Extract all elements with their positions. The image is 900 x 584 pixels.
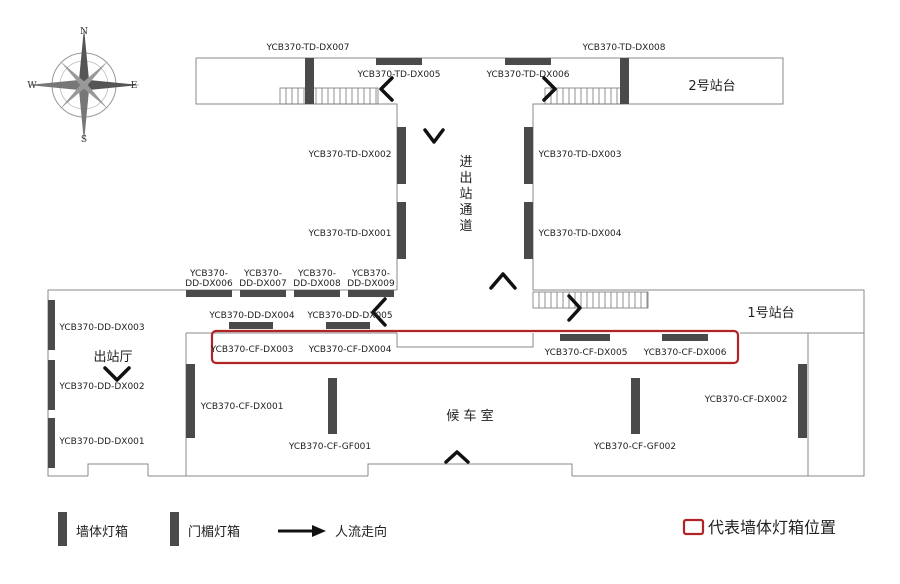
label-dd-dx007: YCB370- [243, 269, 282, 279]
svg-text:进: 进 [459, 155, 472, 170]
arrow-up-icon [444, 450, 470, 464]
lightbox-bars [48, 58, 807, 468]
label-cf-gf002: YCB370-CF-GF002 [593, 442, 676, 452]
compass-west-label: W [27, 81, 37, 91]
label-dd-dx009: YCB370- [351, 269, 390, 279]
label-dd-dx008: YCB370- [297, 269, 336, 279]
label-dd-dx003: YCB370-DD-DX003 [58, 323, 144, 333]
legend-flow-direction: 人流走向 [335, 524, 387, 540]
label-td-dx003: YCB370-TD-DX003 [537, 150, 621, 160]
legend-wall-lightbox: 墙体灯箱 [76, 524, 128, 540]
svg-text:DD-DX006: DD-DX006 [185, 279, 233, 289]
highlight-region [210, 329, 740, 365]
label-dd-dx005: YCB370-DD-DX005 [306, 311, 392, 321]
compass-rose-icon: N S E W [27, 27, 140, 145]
legend-door-lightbox: 门楣灯箱 [188, 524, 240, 540]
compass-north-label: N [80, 27, 88, 37]
svg-text:DD-DX009: DD-DX009 [347, 279, 395, 289]
compass-east-label: E [131, 81, 138, 91]
waiting-room-label: 候 车 室 [446, 408, 493, 424]
platform-2-label: 2号站台 [688, 79, 735, 94]
label-td-dx007: YCB370-TD-DX007 [265, 43, 349, 53]
label-cf-dx004: YCB370-CF-DX004 [308, 345, 392, 355]
passage-label: 进 出 站 通 道 [459, 155, 472, 234]
svg-text:通: 通 [459, 203, 472, 218]
label-td-dx006: YCB370-TD-DX006 [485, 70, 569, 80]
arrow-up-icon [489, 272, 517, 290]
label-cf-dx002: YCB370-CF-DX002 [704, 395, 788, 405]
label-cf-dx006: YCB370-CF-DX006 [643, 348, 727, 358]
legend: 墙体灯箱 门楣灯箱 人流走向 代表墙体灯箱位置 [58, 512, 836, 546]
label-dd-dx006: YCB370- [189, 269, 228, 279]
legend-highlight-note: 代表墙体灯箱位置 [708, 518, 836, 537]
legend-arrow-icon [278, 525, 326, 537]
arrow-right-icon [542, 76, 557, 102]
exit-hall-label: 出站厅 [93, 350, 132, 365]
arrow-left-icon [371, 297, 387, 327]
flow-arrows [103, 76, 582, 464]
label-cf-dx005: YCB370-CF-DX005 [544, 348, 628, 358]
label-cf-dx001: YCB370-CF-DX001 [200, 402, 284, 412]
legend-highlight-swatch [682, 518, 705, 536]
label-td-dx001: YCB370-TD-DX001 [307, 229, 391, 239]
label-cf-gf001: YCB370-CF-GF001 [288, 442, 371, 452]
arrow-down-icon [423, 128, 445, 144]
svg-text:出: 出 [459, 171, 472, 186]
arrow-left-icon [379, 76, 394, 102]
label-td-dx008: YCB370-TD-DX008 [581, 43, 665, 53]
label-dd-dx002: YCB370-DD-DX002 [58, 382, 144, 392]
legend-wall-swatch [58, 512, 67, 546]
platform-1-label: 1号站台 [747, 306, 794, 321]
label-cf-dx003: YCB370-CF-DX003 [210, 345, 294, 355]
label-td-dx002: YCB370-TD-DX002 [307, 150, 391, 160]
svg-text:道: 道 [459, 219, 472, 234]
arrow-right-icon [567, 294, 582, 322]
arrow-down-icon [103, 366, 131, 382]
label-td-dx005: YCB370-TD-DX005 [356, 70, 440, 80]
label-dd-dx001: YCB370-DD-DX001 [58, 437, 144, 447]
compass-south-label: S [81, 135, 87, 145]
lightbox-labels: YCB370-TD-DX007 YCB370-TD-DX008 YCB370-T… [58, 43, 787, 452]
label-dd-dx004: YCB370-DD-DX004 [208, 311, 295, 321]
label-td-dx004: YCB370-TD-DX004 [537, 229, 621, 239]
svg-text:DD-DX007: DD-DX007 [239, 279, 286, 289]
svg-text:DD-DX008: DD-DX008 [293, 279, 341, 289]
legend-door-swatch [170, 512, 179, 546]
svg-text:站: 站 [459, 187, 472, 202]
